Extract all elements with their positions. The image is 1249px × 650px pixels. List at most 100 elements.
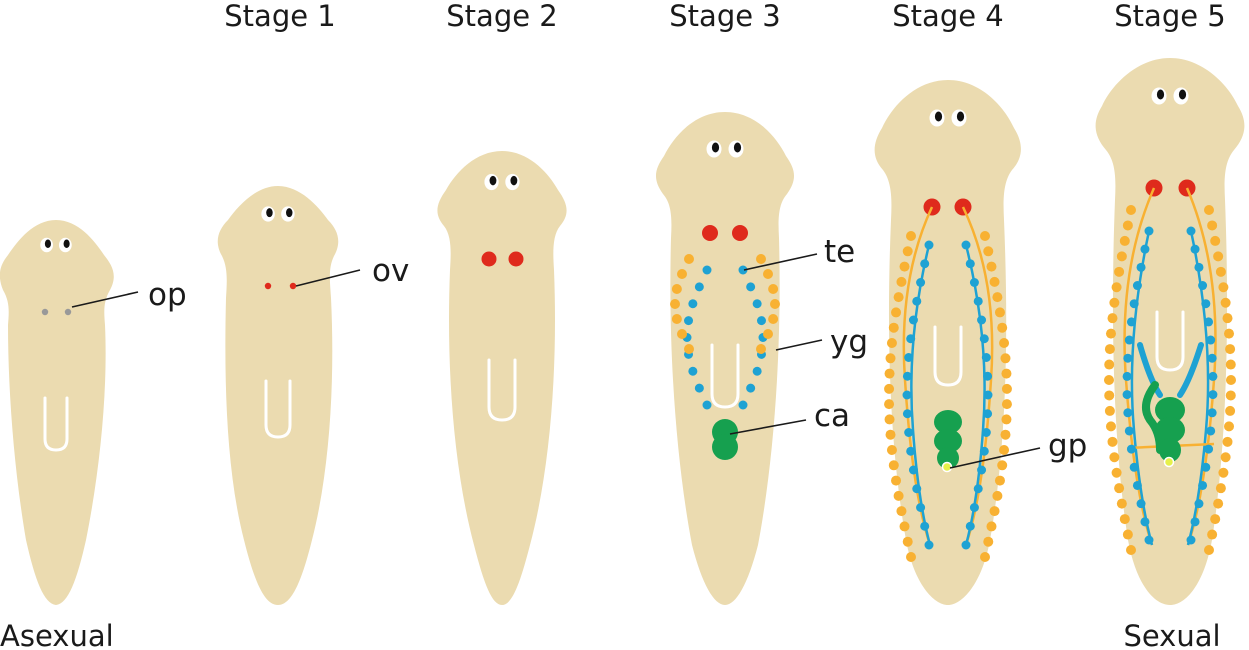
label-gp: gp xyxy=(949,428,1087,469)
pharynx xyxy=(933,325,963,387)
yolk-gland xyxy=(1225,405,1236,416)
yolk-gland xyxy=(886,338,897,348)
leader-line xyxy=(71,291,139,308)
pharynx xyxy=(264,379,292,439)
yolk-gland xyxy=(983,246,994,257)
seminal-vesicle xyxy=(1137,342,1163,398)
yolk-gland xyxy=(1105,421,1116,432)
testis xyxy=(756,316,766,326)
yolk-gland xyxy=(899,521,910,532)
testis xyxy=(977,465,987,475)
testis xyxy=(702,265,712,275)
yolk-gland xyxy=(1104,390,1115,401)
testis xyxy=(1123,353,1133,363)
testis xyxy=(1129,462,1139,472)
testis xyxy=(1207,408,1217,418)
eye-pupil xyxy=(934,111,943,122)
testis xyxy=(906,334,916,344)
yolk-gland xyxy=(1213,251,1224,262)
testis xyxy=(981,428,991,437)
yolk-gland xyxy=(1001,399,1012,410)
testis xyxy=(1140,244,1150,254)
yolk-gland xyxy=(1122,529,1133,540)
yolk-gland xyxy=(1109,297,1120,308)
copulatory-apparatus xyxy=(1159,438,1181,462)
testis xyxy=(1208,390,1218,400)
sexual-label: Sexual xyxy=(1123,619,1220,650)
testis xyxy=(752,366,762,376)
testis xyxy=(1186,535,1196,545)
yolk-gland xyxy=(983,536,994,547)
testis xyxy=(983,409,993,419)
eye-pupil xyxy=(44,239,51,248)
yolk-gland xyxy=(891,475,902,486)
testis xyxy=(902,409,912,419)
testis xyxy=(1198,480,1208,490)
ovary xyxy=(732,225,748,241)
yolk-gland xyxy=(1213,498,1224,509)
label-gp-text: gp xyxy=(1048,428,1087,464)
testis xyxy=(1207,353,1217,363)
label-ca: ca xyxy=(729,398,850,435)
testis xyxy=(738,265,748,275)
yolk-gland xyxy=(1226,375,1236,385)
eye-pupil xyxy=(956,111,965,122)
eye-pupil xyxy=(286,208,293,218)
testis xyxy=(981,353,991,362)
yolk-gland xyxy=(756,254,766,264)
penis-papilla xyxy=(1142,381,1164,454)
yolk-gland xyxy=(1111,282,1122,293)
testis xyxy=(904,353,914,362)
yolk-gland xyxy=(1111,467,1122,478)
yolk-gland xyxy=(986,521,997,532)
yolk-gland xyxy=(1104,359,1115,370)
label-yg: yg xyxy=(775,324,868,360)
testis xyxy=(1136,262,1146,272)
pharynx xyxy=(43,396,69,452)
yolk-gland xyxy=(763,269,773,279)
pharynx xyxy=(1155,310,1185,372)
yolk-gland xyxy=(986,261,997,272)
yolk-gland xyxy=(884,414,895,425)
yolk-gland xyxy=(1225,359,1236,370)
yolk-gland xyxy=(992,490,1003,501)
yolk-gland xyxy=(1000,429,1011,440)
yolk-gland xyxy=(896,506,907,517)
yolk-gland xyxy=(888,322,899,333)
worm-body xyxy=(1095,58,1245,605)
yolk-gland xyxy=(1114,266,1125,277)
yolk-gland xyxy=(1126,205,1136,215)
testis xyxy=(1144,535,1154,545)
yolk-gland xyxy=(1207,220,1218,231)
pharynx xyxy=(710,343,740,409)
testis xyxy=(961,240,971,250)
yolk-gland xyxy=(885,353,896,364)
yolk-gland xyxy=(1119,235,1130,246)
optic-primordium xyxy=(64,308,72,316)
yolk-gland xyxy=(980,552,990,562)
yolk-gland xyxy=(1224,421,1235,432)
ovary xyxy=(481,251,497,267)
testis xyxy=(1132,281,1142,291)
testis xyxy=(969,503,979,512)
worm-stage-2 xyxy=(437,151,567,605)
testis xyxy=(1144,226,1154,236)
testis xyxy=(1190,517,1200,527)
yolk-gland xyxy=(1119,514,1130,525)
testis xyxy=(1126,444,1136,454)
testis xyxy=(694,383,704,393)
yolk-gland xyxy=(884,368,895,379)
testis xyxy=(1208,371,1218,381)
yolk-gland xyxy=(1207,529,1218,540)
yolk-gland xyxy=(1210,235,1221,246)
yolk-gland xyxy=(1105,328,1116,339)
testis xyxy=(1122,371,1132,381)
label-yg-text: yg xyxy=(830,324,868,360)
stage-3-label: Stage 3 xyxy=(669,0,780,33)
testis xyxy=(908,315,918,325)
eye-pupil xyxy=(63,239,70,248)
yolk-gland xyxy=(1116,251,1127,262)
testis xyxy=(1201,462,1211,472)
yolk-gland xyxy=(999,445,1010,455)
